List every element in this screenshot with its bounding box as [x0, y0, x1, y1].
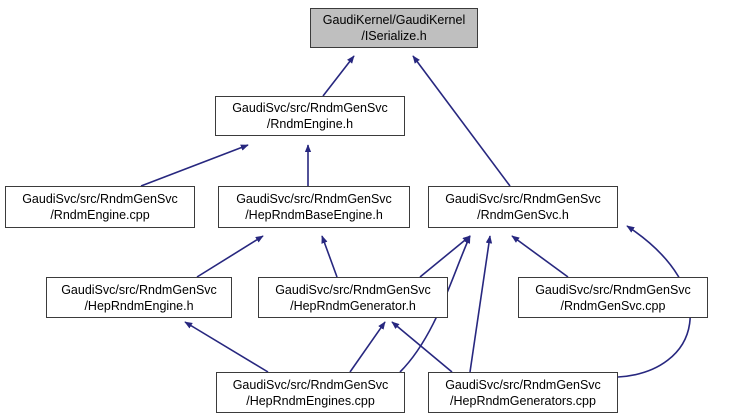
node-heprndmgenerators-cpp[interactable]: GaudiSvc/src/RndmGenSvc /HepRndmGenerato… — [428, 372, 618, 413]
node-label-line1: GaudiSvc/src/RndmGenSvc — [232, 101, 388, 115]
node-label-line2: /RndmEngine.cpp — [50, 208, 150, 222]
node-label-line2: /RndmGenSvc.cpp — [560, 298, 666, 313]
node-label-line2: /HepRndmGenerator.h — [290, 298, 416, 313]
edge-heprndmengines-cpp-to-heprndmengine-h — [184, 321, 269, 373]
edge-heprndmgenerators-cpp-to-rndmgensvc-h — [469, 235, 493, 373]
node-label-line2: /HepRndmBaseEngine.h — [245, 208, 383, 222]
node-label-line1: GaudiSvc/src/RndmGenSvc — [445, 377, 601, 392]
node-label-line1: GaudiSvc/src/RndmGenSvc — [232, 377, 389, 392]
edge-rndmengine-h-to-iserialize — [322, 55, 355, 97]
edge-heprndmgenerators-cpp-to-rndmgensvc-h-curved — [617, 225, 691, 378]
node-label-line1: GaudiSvc/src/RndmGenSvc — [445, 192, 601, 206]
edge-rndmgensvc-h-to-iserialize — [412, 55, 511, 187]
node-rndmgensvc-cpp[interactable]: GaudiSvc/src/RndmGenSvc /RndmGenSvc.cpp — [518, 277, 708, 318]
edge-heprndmgenerators-cpp-to-heprndmgenerator-h — [391, 321, 453, 373]
edge-rndmgensvc-cpp-to-rndmgensvc-h — [511, 235, 569, 278]
node-label-line2: /RndmGenSvc.h — [477, 208, 569, 222]
node-heprndmbaseengine-h[interactable]: GaudiSvc/src/RndmGenSvc /HepRndmBaseEngi… — [218, 186, 410, 228]
node-iserialize-h[interactable]: GaudiKernel/GaudiKernel /ISerialize.h — [310, 8, 478, 48]
node-rndmengine-cpp[interactable]: GaudiSvc/src/RndmGenSvc /RndmEngine.cpp — [5, 186, 195, 228]
node-rndmgensvc-h[interactable]: GaudiSvc/src/RndmGenSvc /RndmGenSvc.h — [428, 186, 618, 228]
node-label-line2: /HepRndmEngine.h — [84, 298, 194, 313]
edge-heprndmgenerator-h-to-heprndmbaseengine-h — [321, 235, 338, 278]
edge-heprndmengines-cpp-to-heprndmgenerator-h — [349, 321, 386, 373]
node-label-line1: GaudiSvc/src/RndmGenSvc — [61, 282, 217, 297]
node-label-line2: /ISerialize.h — [361, 29, 427, 43]
node-label-line1: GaudiSvc/src/RndmGenSvc — [535, 282, 691, 297]
node-rndmengine-h[interactable]: GaudiSvc/src/RndmGenSvc /RndmEngine.h — [215, 96, 405, 136]
node-label-line1: GaudiSvc/src/RndmGenSvc — [22, 192, 178, 206]
node-label-line1: GaudiSvc/src/RndmGenSvc — [275, 282, 431, 297]
node-label-line2: /HepRndmEngines.cpp — [246, 393, 375, 408]
node-label-line2: /HepRndmGenerators.cpp — [450, 393, 596, 408]
node-heprndmengines-cpp[interactable]: GaudiSvc/src/RndmGenSvc /HepRndmEngines.… — [216, 372, 405, 413]
edge-rndmengine-cpp-to-rndmengine-h — [140, 144, 249, 187]
node-label-line1: GaudiKernel/GaudiKernel — [322, 13, 466, 27]
node-heprndmgenerator-h[interactable]: GaudiSvc/src/RndmGenSvc /HepRndmGenerato… — [258, 277, 448, 318]
node-heprndmengine-h[interactable]: GaudiSvc/src/RndmGenSvc /HepRndmEngine.h — [46, 277, 232, 318]
edge-heprndmengine-h-to-heprndmbaseengine-h — [196, 235, 264, 278]
node-label-line1: GaudiSvc/src/RndmGenSvc — [236, 192, 392, 206]
node-label-line2: /RndmEngine.h — [266, 117, 354, 131]
edge-heprndmgenerator-h-to-rndmgensvc-h — [419, 235, 471, 278]
